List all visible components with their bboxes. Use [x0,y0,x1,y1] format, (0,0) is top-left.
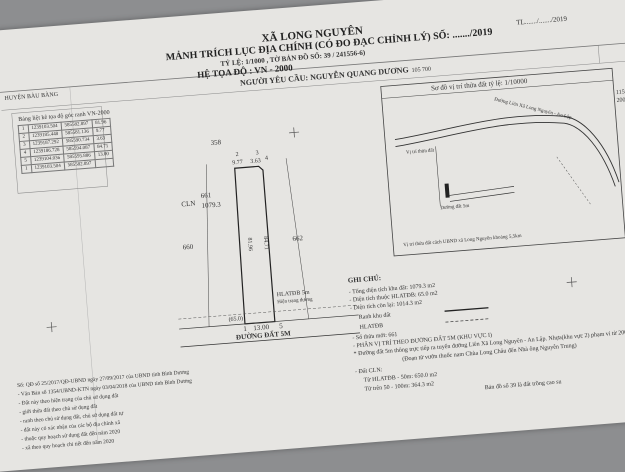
dim-top-b: 3.63 [250,158,261,165]
dim-paren: (65.0) [228,316,244,324]
parcel-358: 358 [210,138,222,148]
location-side-b: 200 [616,97,625,105]
len-right: 84.71 [261,236,269,251]
left-parcel: 660 [182,242,194,252]
coord-cell: 585582.897 [63,159,96,171]
corner-3: 3 [255,150,259,157]
dim-top-a: 9.77 [232,159,244,167]
parcel-area: 1079.3 [201,200,222,210]
right-parcel: 662 [292,234,304,243]
coord-cell [94,158,114,168]
location-side-a: 1159 [615,89,625,97]
parcel-number: 661 [200,191,212,200]
parcel-use-code: CLN [181,199,196,209]
corner-2: 2 [235,151,239,159]
corner-4: 4 [264,155,269,162]
len-left: 81.96 [245,237,253,252]
